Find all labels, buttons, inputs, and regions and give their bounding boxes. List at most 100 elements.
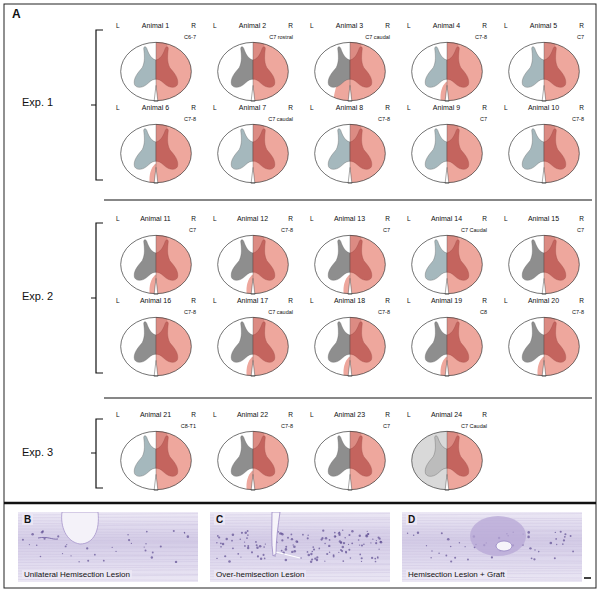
cell-nucleus — [70, 555, 71, 556]
cell-nucleus — [378, 537, 380, 539]
side-label: R — [385, 215, 390, 222]
section-header: LAnimal 16R — [114, 296, 198, 305]
tissue-fiber — [210, 531, 390, 532]
tissue-fiber — [210, 547, 390, 548]
cord-outline — [315, 42, 386, 100]
midline — [544, 124, 545, 167]
lesioned-gray-matter — [447, 436, 469, 477]
side-label: L — [213, 411, 217, 418]
animal-label: Animal 21 — [140, 411, 171, 418]
spinal-section — [405, 312, 489, 378]
cell-nucleus — [314, 557, 316, 559]
section-header: LAnimal 20R — [502, 296, 586, 305]
section-header: LAnimal 23R — [308, 410, 392, 419]
spinal-section — [114, 37, 198, 103]
group-bracket — [91, 419, 103, 488]
cell-nucleus — [329, 539, 331, 541]
midline — [253, 42, 254, 85]
cell-nucleus — [112, 547, 113, 548]
cell-nucleus — [361, 557, 363, 559]
tissue-fiber — [210, 579, 390, 581]
midline — [350, 317, 351, 360]
cord-outline — [412, 431, 483, 489]
cell-nucleus — [128, 539, 130, 541]
tissue-fiber — [210, 550, 390, 551]
ventral-fissure — [251, 278, 255, 294]
spinal-section — [308, 230, 392, 296]
side-label: L — [407, 22, 411, 29]
cell-nucleus — [285, 548, 288, 551]
tissue-fiber — [18, 521, 198, 522]
lesion-track — [272, 512, 280, 556]
lesioned-gray-matter — [350, 240, 372, 281]
level-label: C7-8 — [184, 116, 196, 122]
level-row: C7 rostral — [211, 30, 295, 37]
midline — [156, 235, 157, 278]
side-label: R — [288, 22, 293, 29]
cell-nucleus — [311, 551, 313, 553]
level-label: C7-8 — [378, 309, 390, 315]
section-header: LAnimal 10R — [502, 103, 586, 112]
cell-nucleus — [367, 533, 369, 535]
section-header: LAnimal 7R — [211, 103, 295, 112]
histology-panel: DHemisection Lesion + Graft — [402, 512, 582, 582]
cell-nucleus — [358, 539, 360, 541]
side-label: L — [504, 104, 508, 111]
spinal-section — [308, 312, 392, 378]
level-label: C7-8 — [572, 309, 584, 315]
level-label: C7 caudal — [268, 309, 293, 315]
cell-nucleus — [340, 542, 342, 544]
cell-nucleus — [324, 543, 326, 545]
level-label: C7 — [189, 227, 196, 233]
animal-label: Animal 9 — [433, 104, 460, 111]
tissue-fiber — [18, 547, 198, 548]
group-label: Exp. 2 — [22, 290, 53, 302]
cell-nucleus — [454, 557, 456, 559]
spinal-section — [308, 426, 392, 492]
panel-letter: C — [214, 514, 225, 525]
tissue-fiber — [210, 564, 390, 566]
animal-label: Animal 10 — [528, 104, 559, 111]
animal-label: Animal 13 — [334, 215, 365, 222]
level-row: C7-8 — [211, 419, 295, 426]
lesioned-gray-matter — [156, 240, 178, 281]
panel-separator — [4, 502, 596, 505]
tissue-fiber — [402, 579, 582, 581]
section-header: LAnimal 24R — [405, 410, 489, 419]
cell-nucleus — [264, 558, 266, 560]
gray-matter — [522, 129, 544, 170]
tissue-fiber — [210, 539, 390, 541]
tissue-fiber — [18, 556, 198, 557]
cell-nucleus — [538, 551, 540, 553]
section-header: LAnimal 15R — [502, 214, 586, 223]
cell-nucleus — [345, 551, 347, 553]
lesion-cavity — [62, 512, 99, 544]
tissue-fold — [38, 537, 58, 539]
side-label: L — [310, 22, 314, 29]
cell-nucleus — [40, 556, 42, 558]
tissue-fiber — [210, 536, 390, 537]
midline — [253, 124, 254, 167]
cord-outline — [218, 235, 289, 293]
tissue-fiber — [18, 545, 198, 547]
cell-nucleus — [374, 558, 376, 560]
ventral-fissure — [348, 278, 352, 294]
section-header: LAnimal 21R — [114, 410, 198, 419]
side-label: R — [191, 411, 196, 418]
gray-matter — [522, 47, 544, 88]
ventral-fissure — [445, 474, 449, 490]
cell-nucleus — [224, 555, 226, 557]
tissue-fiber — [18, 529, 198, 531]
cell-nucleus — [160, 545, 162, 547]
side-label: L — [407, 411, 411, 418]
ventral-fissure — [154, 85, 158, 101]
cell-nucleus — [376, 540, 377, 541]
cell-nucleus — [175, 561, 177, 563]
level-row: C7-8 — [502, 112, 586, 119]
cell-nucleus — [36, 544, 38, 546]
level-row: C7-8 — [114, 305, 198, 312]
tissue-fiber — [402, 562, 582, 564]
cell-nucleus — [247, 534, 249, 536]
level-label: C7-8 — [475, 34, 487, 40]
tissue-fiber — [18, 543, 198, 544]
